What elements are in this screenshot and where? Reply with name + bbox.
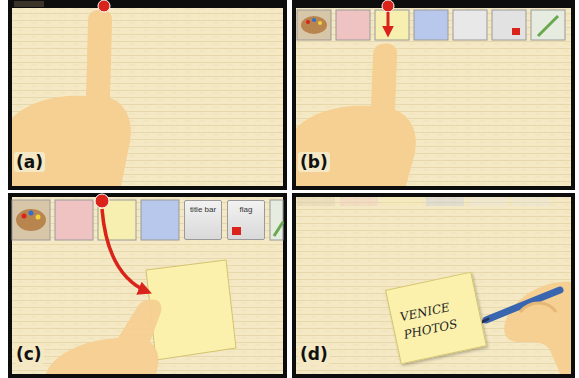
panel-label: (c) [14,344,44,364]
faded-tile [426,197,464,206]
tool-tile [531,10,565,40]
tabletop-surface [12,197,283,374]
finger [520,303,556,312]
palette-tile [297,10,331,40]
faded-tile [297,197,335,206]
panel-frame [8,193,287,378]
panel-label: (d) [298,344,330,364]
faded-tile [512,197,550,206]
hand [46,300,161,374]
drag-arrow [387,12,390,34]
color-tile [336,10,370,40]
paint-dot [36,215,41,220]
tabletop-surface [296,197,571,374]
panel-frame [292,193,575,378]
panel-label: (b) [298,152,330,172]
hand [296,44,416,186]
tabletop-surface [296,8,571,186]
touch-point [382,0,394,12]
color-tile [414,10,448,40]
color-tile [55,200,93,240]
tool-tile [270,200,283,240]
color-tile [375,10,409,40]
panel-label: (a) [14,152,45,172]
drag-arrow [102,209,148,292]
paint-dot [29,211,34,216]
pencil-icon [274,222,283,236]
faded-tile [469,197,507,206]
toolbar-tile: flag [227,200,265,240]
faded-toolbar [297,197,550,206]
pen [486,290,560,320]
handwritten-text: VENICE PHOTOS [399,300,459,342]
touch-point [98,0,110,12]
tile-label: title bar [185,201,221,214]
paint-dot [22,214,27,219]
faded-tile [340,197,378,206]
flag-icon [232,227,241,235]
hand [12,10,131,186]
palette-icon [16,209,46,231]
faded-tile [383,197,421,206]
color-tile [141,200,179,240]
tile-label: flag [228,201,264,214]
hidden-toolbar [14,1,44,7]
note-text-wrap: VENICE PHOTOS [398,293,474,343]
paint-dot [306,20,310,24]
tabletop-surface [12,8,283,186]
tool-tile [492,10,526,40]
tool-tile [453,10,487,40]
toolbar-tile: title bar [184,200,222,240]
pencil-icon [538,16,558,36]
palette-icon [301,16,327,34]
paint-dot [318,21,322,25]
paint-dot [312,18,316,22]
flag-icon [512,28,520,35]
palette-tile [12,200,50,240]
panel-frame [292,0,575,190]
panel-frame [8,0,287,190]
touch-point [95,194,109,208]
